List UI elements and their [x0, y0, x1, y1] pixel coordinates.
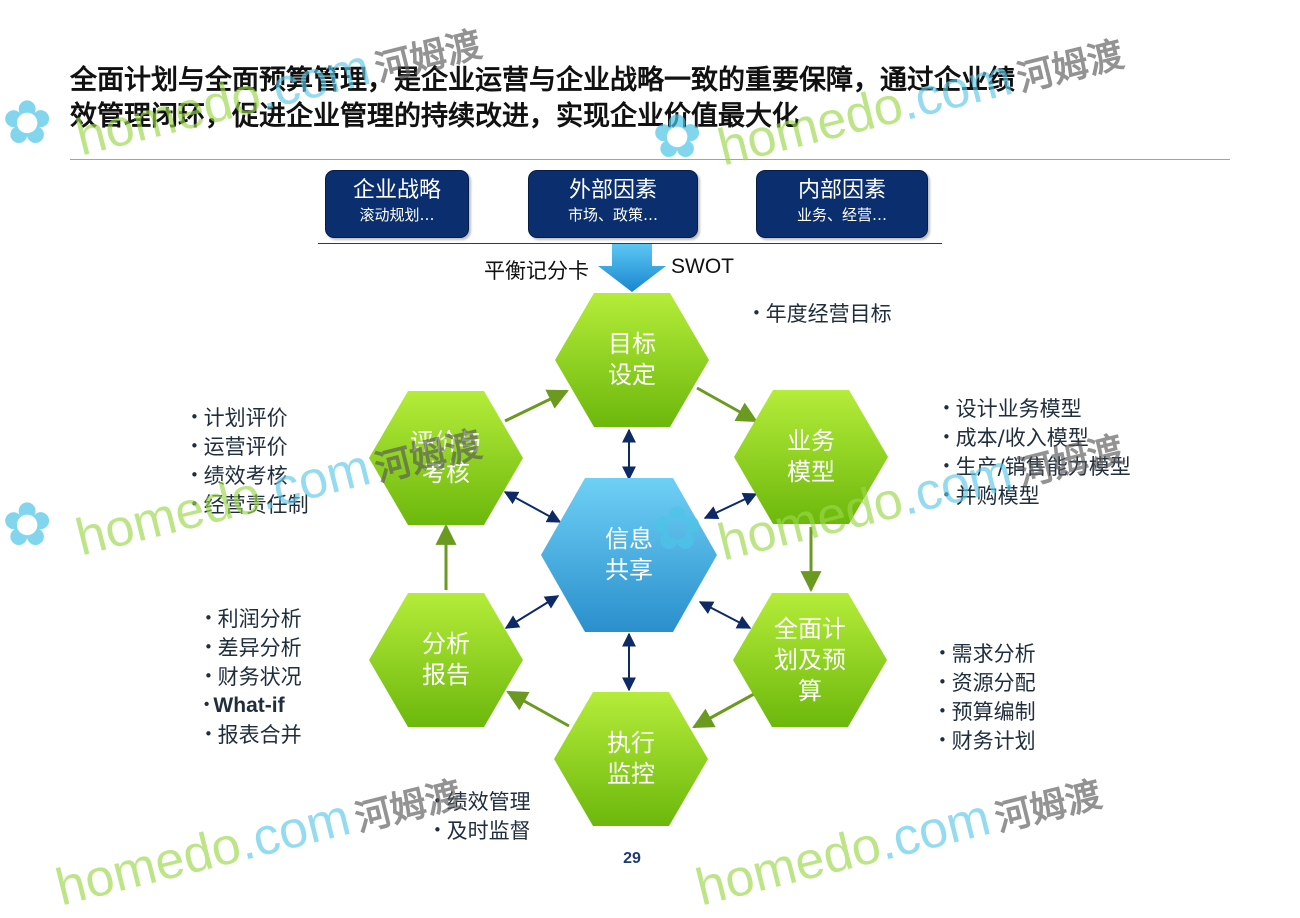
bullets-goal-setting: 年度经营目标	[752, 299, 892, 328]
list-item: 绩效考核	[190, 461, 309, 490]
hex-analysis-report	[369, 593, 523, 727]
node-line: 业务	[787, 427, 835, 455]
list-item: 预算编制	[938, 697, 1036, 726]
list-item: 利润分析	[204, 604, 302, 633]
bullets-execution-monitor: 绩效管理 及时监督	[433, 787, 531, 845]
node-comprehensive-plan: 全面计 划及预 算	[755, 614, 865, 707]
link-center-lower-left	[504, 595, 560, 629]
factor-subtitle: 业务、经营…	[796, 206, 887, 224]
factor-title: 内部因素	[797, 178, 886, 203]
factor-title: 企业战略	[352, 178, 441, 203]
list-item: 需求分析	[938, 639, 1036, 668]
node-goal-setting: 目标 设定	[582, 329, 682, 391]
list-item: 资源分配	[938, 668, 1036, 697]
node-evaluation: 评价与 考核	[396, 427, 496, 489]
link-center-lower-right	[698, 601, 752, 629]
node-line: 划及预	[774, 646, 846, 674]
title-divider	[70, 159, 1230, 160]
hex-evaluation	[369, 391, 523, 525]
factor-enterprise-strategy: 企业战略 滚动规划…	[325, 170, 469, 238]
link-center-upper-left	[503, 491, 562, 523]
node-line: 全面计	[774, 615, 846, 643]
node-line: 报告	[422, 661, 470, 689]
node-line: 信息	[605, 525, 653, 553]
bullets-analysis-report: 利润分析 差异分析 财务状况 What-if 报表合并	[204, 604, 302, 749]
node-business-model: 业务 模型	[761, 426, 861, 488]
list-item: 报表合并	[204, 720, 302, 749]
node-line: 分析	[422, 630, 470, 658]
node-line: 监控	[607, 760, 655, 788]
node-analysis-report: 分析 报告	[396, 629, 496, 691]
node-line: 目标	[608, 330, 656, 358]
factor-subtitle: 市场、政策…	[567, 206, 658, 224]
list-item: 成本/收入模型	[942, 423, 1131, 452]
arrow-goal-to-model	[696, 386, 758, 423]
list-item: 绩效管理	[433, 787, 531, 816]
hex-business-model	[734, 390, 888, 524]
factors-divider	[318, 243, 942, 244]
node-line: 设定	[608, 361, 656, 389]
bullets-comprehensive-plan: 需求分析 资源分配 预算编制 财务计划	[938, 639, 1036, 755]
factor-subtitle: 滚动规划…	[359, 206, 435, 224]
arrow-monitor-to-report	[506, 690, 570, 728]
list-item: 及时监督	[433, 816, 531, 845]
hex-information-sharing	[541, 478, 717, 632]
list-item: 运营评价	[190, 432, 309, 461]
node-execution-monitor: 执行 监控	[581, 728, 681, 790]
node-information-sharing: 信息 共享	[579, 524, 679, 586]
bullets-evaluation: 计划评价 运营评价 绩效考核 经营责任制	[190, 403, 309, 519]
list-item: 财务状况	[204, 662, 302, 691]
slide-title: 全面计划与全面预算管理，是企业运营与企业战略一致的重要保障，通过企业绩效管理闭环…	[70, 65, 1015, 132]
list-item: 生产/销售能力模型	[942, 452, 1131, 481]
node-line: 共享	[605, 556, 653, 584]
factor-internal: 内部因素 业务、经营…	[756, 170, 928, 238]
node-line: 考核	[422, 459, 470, 487]
factor-external: 外部因素 市场、政策…	[528, 170, 698, 238]
tool-balanced-scorecard: 平衡记分卡	[484, 259, 589, 283]
tool-swot: SWOT	[671, 255, 734, 278]
list-item: 并购模型	[942, 481, 1131, 510]
arrow-evaluate-to-goal	[504, 389, 569, 423]
node-line: 执行	[607, 729, 655, 757]
hex-goal-setting	[555, 293, 709, 427]
link-center-upper-right	[703, 493, 758, 519]
bullets-business-model: 设计业务模型 成本/收入模型 生产/销售能力模型 并购模型	[942, 394, 1131, 510]
hex-comprehensive-plan	[733, 593, 887, 727]
hex-execution-monitor	[554, 692, 708, 826]
node-line: 模型	[787, 458, 835, 486]
down-arrow	[598, 244, 666, 292]
factor-title: 外部因素	[568, 178, 657, 203]
list-item: 计划评价	[190, 403, 309, 432]
list-item: What-if	[204, 691, 302, 720]
list-item: 年度经营目标	[752, 299, 892, 328]
node-line: 评价与	[410, 428, 482, 456]
arrow-plan-to-monitor	[692, 692, 755, 729]
list-item: 差异分析	[204, 633, 302, 662]
list-item: 财务计划	[938, 726, 1036, 755]
list-item: 经营责任制	[190, 490, 309, 519]
list-item: 设计业务模型	[942, 394, 1131, 423]
page-number: 29	[623, 850, 641, 867]
node-line: 算	[798, 677, 822, 705]
